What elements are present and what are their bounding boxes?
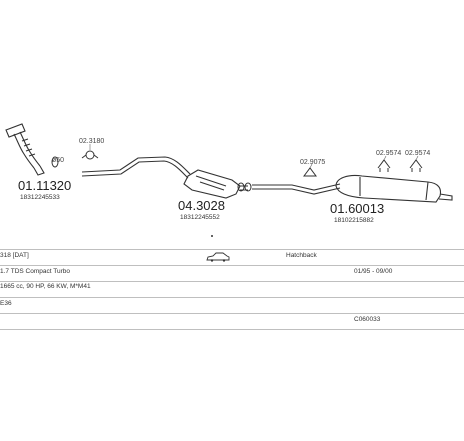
cat-code: 04.3028 [178,198,225,213]
table-row [0,329,464,330]
hanger-3 [409,159,423,172]
hanger-1 [303,167,317,177]
hanger-1-code: 02.9075 [300,159,325,166]
rear-silencer-code: 01.60013 [330,201,384,216]
table-row [0,265,464,266]
clamp-code: 02.3180 [79,138,104,145]
gasket [51,156,59,168]
hatchback-car-icon [206,252,230,262]
leader-lines [89,144,419,169]
connector-rings [237,182,252,192]
chassis-cell: E36 [0,300,12,307]
model-cell: 318 [DAT] [0,252,29,259]
gasket-label: ø50 [52,157,64,164]
table-row [0,313,464,314]
code-cell: C060033 [354,316,381,323]
years-cell: 01/95 - 09/00 [354,268,393,275]
rear-silencer [335,174,453,203]
middle-pipe [81,156,191,179]
table-row [0,281,464,282]
rear-silencer-ref: 18102215882 [334,217,374,224]
clamp [81,150,99,160]
front-pipe-ref: 18312245533 [20,194,60,201]
engine-cell: 1.7 TDS Compact Turbo [0,268,70,275]
body-type-cell: Hatchback [286,252,317,259]
specs-cell: 1665 cc, 90 HP, 66 KW, M*M41 [0,283,91,290]
front-pipe-code: 01.11320 [18,178,71,193]
hanger-3-code: 02.9574 [405,150,430,157]
hanger-2 [377,159,391,172]
rear-pipe [252,183,341,195]
table-row [0,249,464,250]
marker-dot [211,235,213,237]
front-pipe [5,123,45,176]
catalytic-converter [183,169,248,199]
cat-ref: 18312245552 [180,214,220,221]
table-row [0,297,464,298]
hanger-2-code: 02.9574 [376,150,401,157]
